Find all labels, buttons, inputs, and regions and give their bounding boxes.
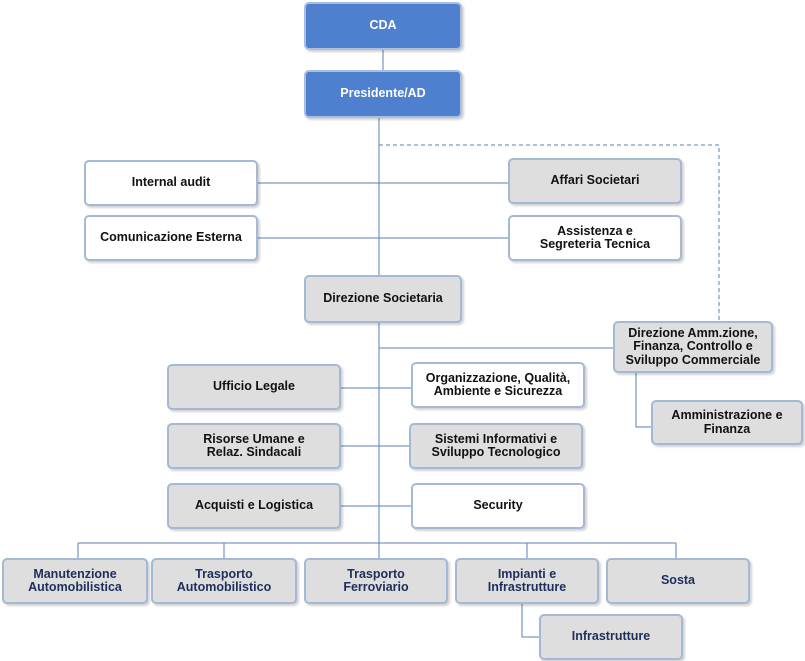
node-risorse-umane: Risorse Umane e Relaz. Sindacali <box>167 423 341 469</box>
node-infrastrutture: Infrastrutture <box>539 614 683 660</box>
node-trasporto-ferroviario: Trasporto Ferroviario <box>304 558 448 604</box>
node-sosta: Sosta <box>606 558 750 604</box>
node-sistemi-informativi: Sistemi Informativi e Sviluppo Tecnologi… <box>409 423 583 469</box>
connector-infrastrutture <box>521 604 539 638</box>
connector-dashed-direzione-amm <box>379 144 720 321</box>
node-ufficio-legale: Ufficio Legale <box>167 364 341 410</box>
node-cda: CDA <box>304 2 462 50</box>
node-amministrazione-finanza: Amministrazione e Finanza <box>651 400 803 445</box>
connector-amministrazione <box>635 372 651 428</box>
node-security: Security <box>411 483 585 529</box>
node-assistenza-segreteria: Assistenza e Segreteria Tecnica <box>508 215 682 261</box>
node-presidente-ad: Presidente/AD <box>304 70 462 118</box>
node-comunicazione-esterna: Comunicazione Esterna <box>84 215 258 261</box>
node-affari-societari: Affari Societari <box>508 158 682 204</box>
node-manutenzione-automobilistica: Manutenzione Automobilistica <box>2 558 148 604</box>
node-direzione-amministrazione: Direzione Amm.zione, Finanza, Controllo … <box>613 321 773 373</box>
node-trasporto-automobilistico: Trasporto Automobilistico <box>151 558 297 604</box>
node-direzione-societaria: Direzione Societaria <box>304 275 462 323</box>
node-internal-audit: Internal audit <box>84 160 258 206</box>
node-acquisti-logistica: Acquisti e Logistica <box>167 483 341 529</box>
node-organizzazione-qualita: Organizzazione, Qualità, Ambiente e Sicu… <box>411 362 585 408</box>
node-impianti-infrastrutture: Impianti e Infrastrutture <box>455 558 599 604</box>
